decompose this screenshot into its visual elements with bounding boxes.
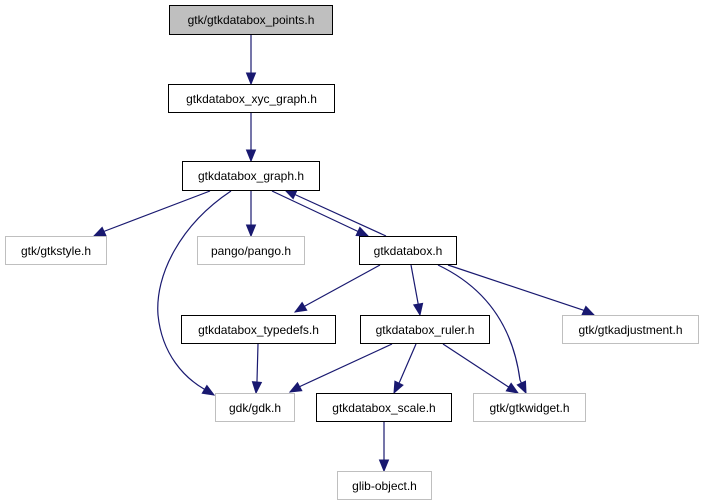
node-gtk-gtkadjustment: gtk/gtkadjustment.h xyxy=(562,315,699,344)
edge-xyc-graph xyxy=(245,113,257,163)
arrowhead-icon xyxy=(245,149,257,163)
node-gtkdatabox-ruler[interactable]: gtkdatabox_ruler.h xyxy=(360,315,490,344)
arrowhead-icon xyxy=(92,226,107,237)
edge-ruler-widget xyxy=(442,343,520,394)
node-gtkdatabox-graph[interactable]: gtkdatabox_graph.h xyxy=(182,161,320,191)
node-gtkdatabox-scale[interactable]: gtkdatabox_scale.h xyxy=(316,393,452,422)
edge-databox-ruler xyxy=(410,264,424,317)
edge-line xyxy=(93,190,211,237)
arrowhead-icon xyxy=(355,226,370,237)
edge-line xyxy=(284,189,387,237)
edge-scale-glib xyxy=(378,422,390,473)
edge-line xyxy=(294,264,381,313)
edge-graph-gdk xyxy=(157,190,232,396)
arrowhead-icon xyxy=(393,380,404,395)
arrowhead-icon xyxy=(288,381,303,393)
arrowhead-icon xyxy=(201,384,216,396)
node-pango: pango/pango.h xyxy=(197,236,305,265)
arrowhead-icon xyxy=(378,459,390,473)
arrowhead-icon xyxy=(251,381,263,395)
node-gtkdatabox-typedefs[interactable]: gtkdatabox_typedefs.h xyxy=(181,315,336,344)
edge-graph-gtkstyle xyxy=(92,190,211,237)
edge-ruler-gdk xyxy=(288,343,393,393)
arrowhead-icon xyxy=(581,305,596,316)
arrowhead-icon xyxy=(245,224,257,238)
edge-points-xyc xyxy=(245,35,257,86)
edge-line xyxy=(157,190,232,396)
edge-line xyxy=(442,343,519,394)
node-gtkdatabox[interactable]: gtkdatabox.h xyxy=(359,236,457,265)
node-gtk-gtkstyle: gtk/gtkstyle.h xyxy=(5,236,107,265)
edge-line xyxy=(271,190,369,237)
node-gtkdatabox-xyc-graph[interactable]: gtkdatabox_xyc_graph.h xyxy=(168,84,335,113)
edge-databox-adjustment xyxy=(447,264,596,316)
arrowhead-icon xyxy=(293,301,308,313)
edge-line xyxy=(437,264,527,394)
edge-databox-widget xyxy=(437,264,527,395)
edge-databox-typedefs xyxy=(293,264,381,313)
arrowhead-icon xyxy=(516,380,527,395)
node-gdk: gdk/gdk.h xyxy=(215,393,295,422)
edge-line xyxy=(447,264,595,316)
edge-databox-graph xyxy=(283,189,387,237)
arrowhead-icon xyxy=(245,72,257,86)
node-gtkdatabox-points: gtk/gtkdatabox_points.h xyxy=(169,5,333,35)
node-gtk-gtkwidget: gtk/gtkwidget.h xyxy=(473,393,586,422)
edge-line xyxy=(289,343,393,393)
node-glib-object: glib-object.h xyxy=(337,471,432,500)
edge-typedefs-gdk xyxy=(251,343,263,395)
edge-graph-pango xyxy=(245,191,257,238)
edge-ruler-scale xyxy=(393,343,417,395)
edge-graph-databox xyxy=(271,190,370,237)
arrowhead-icon xyxy=(505,382,520,394)
arrowhead-icon xyxy=(412,302,424,317)
